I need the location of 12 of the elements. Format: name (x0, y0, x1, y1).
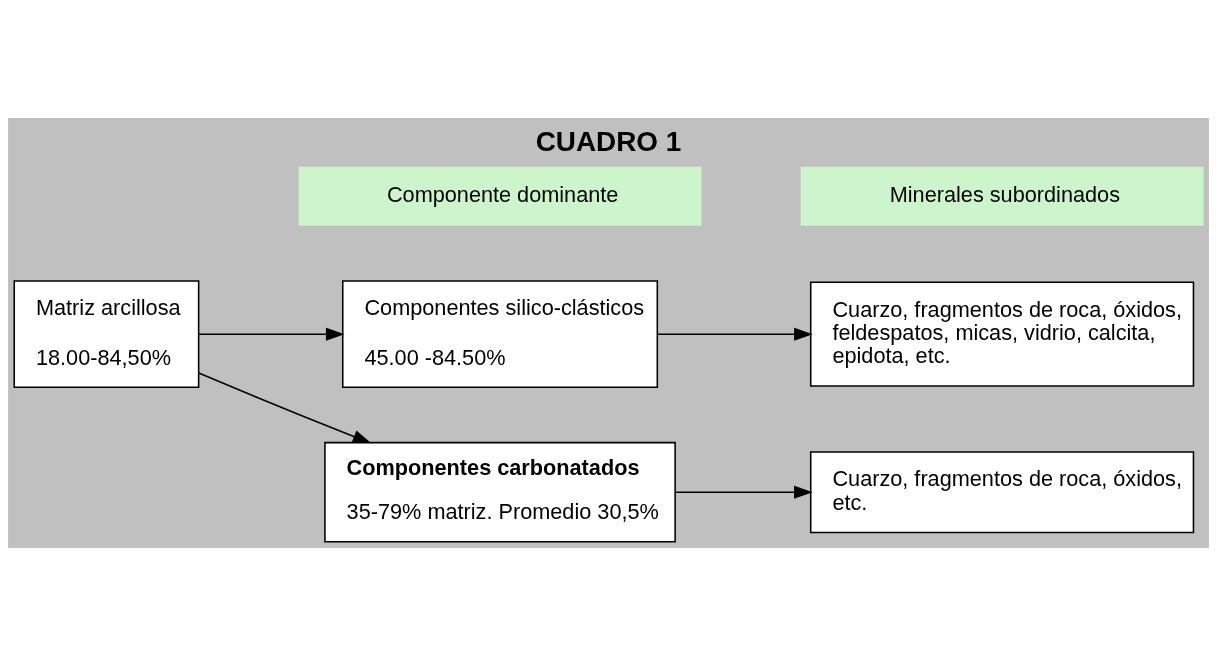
arrow (656, 327, 813, 341)
node-box: Minerales subordinados (800, 166, 1204, 226)
node-box: Componentes silico-clásticos 45.00 -84.50% (341, 280, 659, 389)
node-box: Cuarzo, fragmentos de roca, óxidos, etc. (809, 451, 1195, 534)
node-box: Componente dominante (298, 166, 702, 226)
arrow (198, 327, 345, 341)
diagram-title: CUADRO 1 (535, 126, 682, 158)
arrow (674, 485, 813, 499)
node-box: Matriz arcillosa 18.00-84,50% (13, 280, 200, 389)
node-box: Componentes carbonatados 35-79% matriz. Promedio 30,5% (324, 441, 676, 543)
arrow (198, 372, 372, 444)
node-box: Cuarzo, fragmentos de roca, óxidos, feldespatos, micas, vidrio, calcita, epidota, etc. (809, 281, 1195, 387)
